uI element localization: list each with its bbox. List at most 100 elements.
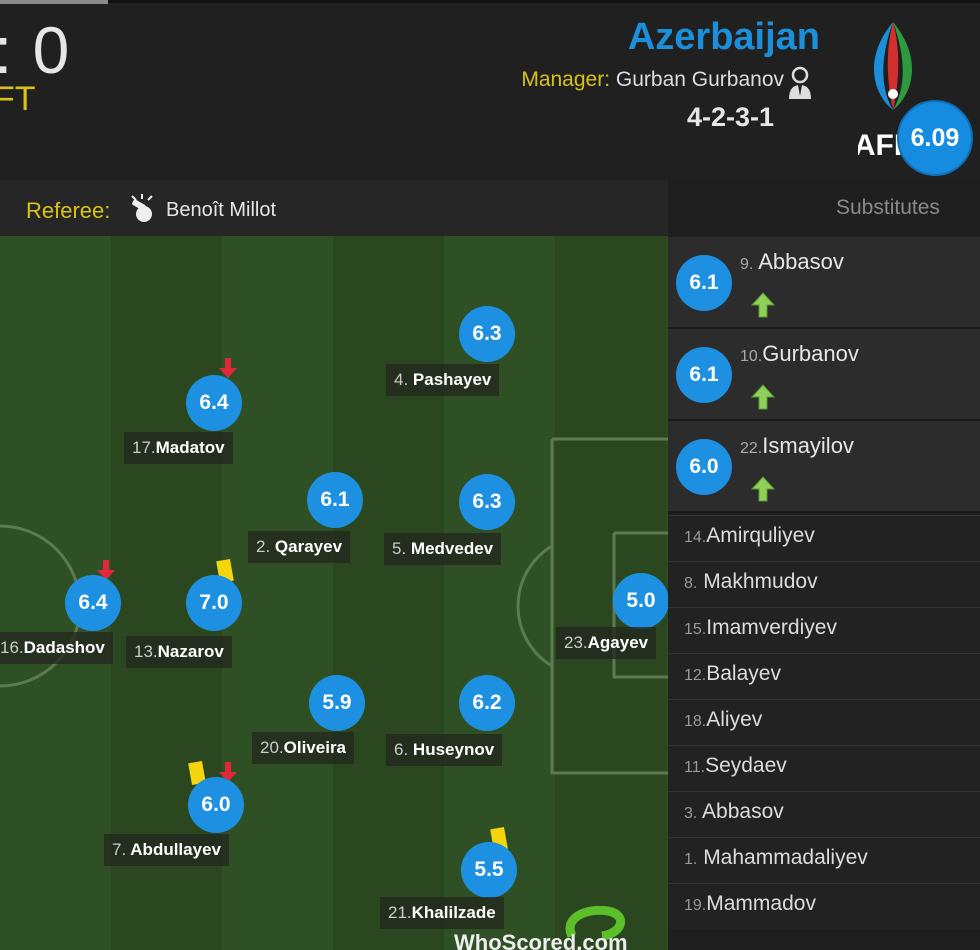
bench-number: 19. [684,897,707,914]
bench-player-name: Makhmudov [703,570,818,593]
player-name: Madatov [155,438,225,457]
bench-number: 14. [684,529,707,546]
player-name: Khalilzade [411,903,496,922]
referee-bar [0,180,668,236]
bench-number: 11. [684,759,706,776]
rating-badge: 6.4 [65,575,121,631]
sub-row-abbasov[interactable]: 6.1 9. Abbasov [668,237,980,329]
bench-name: 15.Imamverdiyev [684,616,837,640]
player-name-label: 20.Oliveira [252,732,355,764]
bench-player-name: Amirquliyev [706,524,815,547]
sub-number: 22. [740,440,763,457]
rating-badge: 7.0 [186,575,242,631]
rating-badge: 5.9 [309,675,365,731]
rating-badge: 6.3 [459,474,515,530]
sub-off-arrow-icon [219,358,237,378]
bench-player[interactable]: 19.Mammadov [668,883,980,929]
sub-on-arrow-icon [750,476,776,502]
player-name-label: 5. Medvedev [384,533,502,565]
sub-player-name: Ismayilov [762,433,854,458]
player-name: Agayev [587,633,649,652]
formation: 4-2-3-1 [686,102,774,132]
sub-number: 10. [740,348,763,365]
header-divider [108,0,980,3]
substitutes-title: Substitutes [836,196,940,219]
bench-player-name: Seydaev [705,754,787,777]
player-number: 6. [394,740,409,759]
bench-player[interactable]: 3. Abbasov [668,791,980,837]
player-name: Medvedev [410,539,494,558]
rating-badge: 6.1 [307,472,363,528]
rating-badge: 5.5 [461,842,517,898]
bench-player-name: Mammadov [706,892,816,915]
player-number: 4. [394,370,409,389]
tab-indicator[interactable] [0,0,108,4]
bench-name: 3. Abbasov [684,800,784,824]
team-name[interactable]: Azerbaijan [627,16,820,58]
referee-name: Benoît Millot [166,199,277,221]
bench-name: 1. Mahammadaliyev [684,846,868,870]
bench-number: 8. [684,575,698,592]
player-name: Oliveira [283,738,347,757]
bench-name: 12.Balayev [684,662,781,686]
rating-badge: 6.4 [186,375,242,431]
sub-row-ismayilov[interactable]: 6.0 22.Ismayilov [668,421,980,513]
bench-player-name: Balayev [706,662,781,685]
sub-name: 9. Abbasov [740,249,844,275]
player-name-label: 7. Abdullayev [104,834,229,866]
player-name: Abdullayev [130,840,221,859]
sub-on-arrow-icon [750,292,776,318]
manager-info: Manager: Gurban Gurbanov [521,68,784,92]
sub-player-name: Gurbanov [762,341,859,366]
bench-name: 19.Mammadov [684,892,816,916]
rating-badge: 6.0 [188,777,244,833]
bench-number: 18. [684,713,707,730]
bench-player-name: Abbasov [702,800,784,823]
player-name: Dadashov [23,638,105,657]
bench-number: 1. [684,851,698,868]
bench-name: 8. Makhmudov [684,570,818,594]
rating-badge: 6.1 [676,347,732,403]
sub-number: 9. [740,256,754,273]
player-name: Pashayev [412,370,492,389]
manager-name: Gurban Gurbanov [615,68,784,91]
player-name-label: 4. Pashayev [386,364,500,396]
player-name: Nazarov [157,642,224,661]
player-name-label: 23.Agayev [556,627,657,659]
rating-badge: 6.1 [676,255,732,311]
player-name-label: 21.Khalilzade [380,897,504,929]
sub-on-arrow-icon [750,384,776,410]
player-number: 7. [112,840,127,859]
score-text: : 0 [0,13,71,87]
bench-player[interactable]: 18.Aliyev [668,699,980,745]
bench-player[interactable]: 14.Amirquliyev [668,515,980,561]
player-name: Qarayev [274,537,343,556]
player-name-label: 13.Nazarov [126,636,232,668]
bench-number: 12. [684,667,707,684]
player-number: 13. [134,642,158,661]
player-number: 5. [392,539,407,558]
bench-player[interactable]: 15.Imamverdiyev [668,607,980,653]
team-rating-badge: 6.09 [897,100,973,176]
player-name-label: 2. Qarayev [248,531,351,563]
sub-name: 22.Ismayilov [740,433,854,459]
bench-name: 18.Aliyev [684,708,762,732]
match-status: FT [0,80,36,118]
bench-player[interactable]: 11.Seydaev [668,745,980,791]
bench-player-name: Aliyev [706,708,763,731]
player-number: 2. [256,537,271,556]
whoscored-logo: WhoScored.com [454,906,628,950]
bench-name: 14.Amirquliyev [684,524,815,548]
bench-player-name: Imamverdiyev [706,616,837,639]
bench-player[interactable]: 12.Balayev [668,653,980,699]
rating-badge: 6.3 [459,306,515,362]
bench-player[interactable]: 1. Mahammadaliyev [668,837,980,883]
rating-badge: 5.0 [613,573,669,629]
sub-row-gurbanov[interactable]: 6.1 10.Gurbanov [668,329,980,421]
sub-player-name: Abbasov [758,249,844,274]
bench-player[interactable]: 8. Makhmudov [668,561,980,607]
whistle-icon [131,194,153,222]
player-number: 17. [132,438,156,457]
bench-name: 11.Seydaev [684,754,787,778]
sub-name: 10.Gurbanov [740,341,859,367]
